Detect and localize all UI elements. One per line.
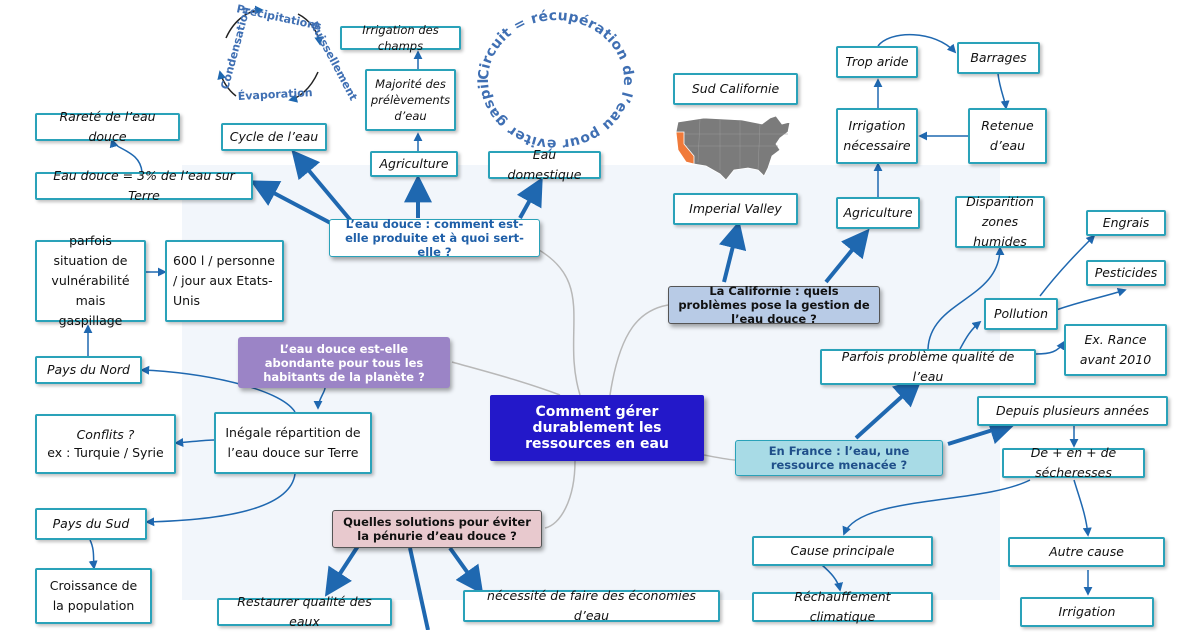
california-highlight: [675, 131, 695, 165]
hub-eau-douce[interactable]: L’eau douce : comment est-elle produite …: [329, 217, 540, 259]
thick-arrows: [250, 149, 1018, 630]
box-inegale[interactable]: Inégale répartition de l’eau douce sur T…: [214, 412, 372, 474]
cycle-arrows: [217, 5, 324, 103]
box-eau-terre[interactable]: Eau douce = 3% de l’eau sur Terre: [35, 168, 253, 203]
box-irrigation-necessaire[interactable]: Irrigation nécessaire: [836, 108, 918, 164]
box-pays-sud[interactable]: Pays du Sud: [35, 508, 147, 540]
conflits-example: ex : Turquie / Syrie: [47, 445, 164, 460]
box-cause-principale[interactable]: Cause principale: [752, 536, 933, 566]
box-agriculture-ca[interactable]: Agriculture: [836, 197, 920, 229]
thin-arrows: [83, 34, 1127, 596]
box-majorite[interactable]: Majorité des prélèvements d’eau: [365, 69, 456, 131]
box-imperial[interactable]: Imperial Valley: [673, 193, 798, 225]
box-irrigation-champs[interactable]: Irrigation des champs: [340, 23, 461, 53]
box-vulnerabilite[interactable]: parfois situation de vulnérabilité mais …: [35, 233, 146, 328]
hub-solutions[interactable]: Quelles solutions pour éviter la pénurie…: [332, 510, 542, 548]
box-agriculture-top[interactable]: Agriculture: [370, 151, 458, 177]
hub-connectors: [451, 244, 736, 529]
box-sud-californie[interactable]: Sud Californie: [673, 73, 798, 105]
box-economies[interactable]: nécessité de faire des économies d’eau: [463, 588, 720, 623]
box-disparition[interactable]: Disparition zones humides: [955, 194, 1045, 249]
box-pesticides[interactable]: Pesticides: [1086, 260, 1166, 286]
box-qualite[interactable]: Parfois problème qualité de l’eau: [820, 349, 1036, 385]
cycle-condensation: Condensation: [218, 5, 253, 90]
box-irrigation-fr[interactable]: Irrigation: [1020, 597, 1154, 627]
conflits-question: Conflits ?: [76, 427, 135, 442]
box-rarete[interactable]: Rareté de l’eau douce: [35, 109, 180, 144]
cycle-labels: Précipitations Ruissellement Évaporation…: [218, 2, 360, 103]
box-six-cents[interactable]: 600 l / personne / jour aux Etats-Unis: [165, 240, 284, 322]
central-topic[interactable]: Comment gérer durablement les ressources…: [490, 395, 704, 461]
box-retenue[interactable]: Retenue d’eau: [968, 108, 1047, 164]
box-trop-aride[interactable]: Trop aride: [836, 46, 918, 78]
usa-map-icon: [675, 115, 791, 181]
hub-californie[interactable]: La Californie : quels problèmes pose la …: [668, 284, 880, 326]
box-secheresses[interactable]: De + en + de sécheresses: [1002, 445, 1145, 480]
hub-france[interactable]: En France : l’eau, une ressource menacée…: [735, 440, 943, 476]
box-plusieurs-annees[interactable]: Depuis plusieurs années: [977, 396, 1168, 426]
box-rechauffement[interactable]: Réchauffement climatique: [752, 589, 933, 624]
box-autre-cause[interactable]: Autre cause: [1008, 537, 1165, 567]
cycle-evaporation: Évaporation: [237, 86, 312, 103]
box-rance[interactable]: Ex. Rance avant 2010: [1064, 324, 1167, 376]
box-croissance[interactable]: Croissance de la population: [35, 568, 152, 624]
box-barrages[interactable]: Barrages: [957, 42, 1040, 74]
box-pays-nord[interactable]: Pays du Nord: [35, 356, 142, 384]
box-engrais[interactable]: Engrais: [1086, 210, 1166, 236]
hub-abondante[interactable]: L’eau douce est-elle abondante pour tous…: [238, 337, 450, 388]
box-eau-domestique[interactable]: Eau domestique: [488, 147, 601, 182]
box-conflits[interactable]: Conflits ? ex : Turquie / Syrie: [35, 414, 176, 474]
box-restaurer[interactable]: Restaurer qualité des eaux: [217, 594, 392, 629]
box-pollution[interactable]: Pollution: [984, 298, 1058, 330]
box-cycle-eau[interactable]: Cycle de l’eau: [221, 123, 327, 151]
